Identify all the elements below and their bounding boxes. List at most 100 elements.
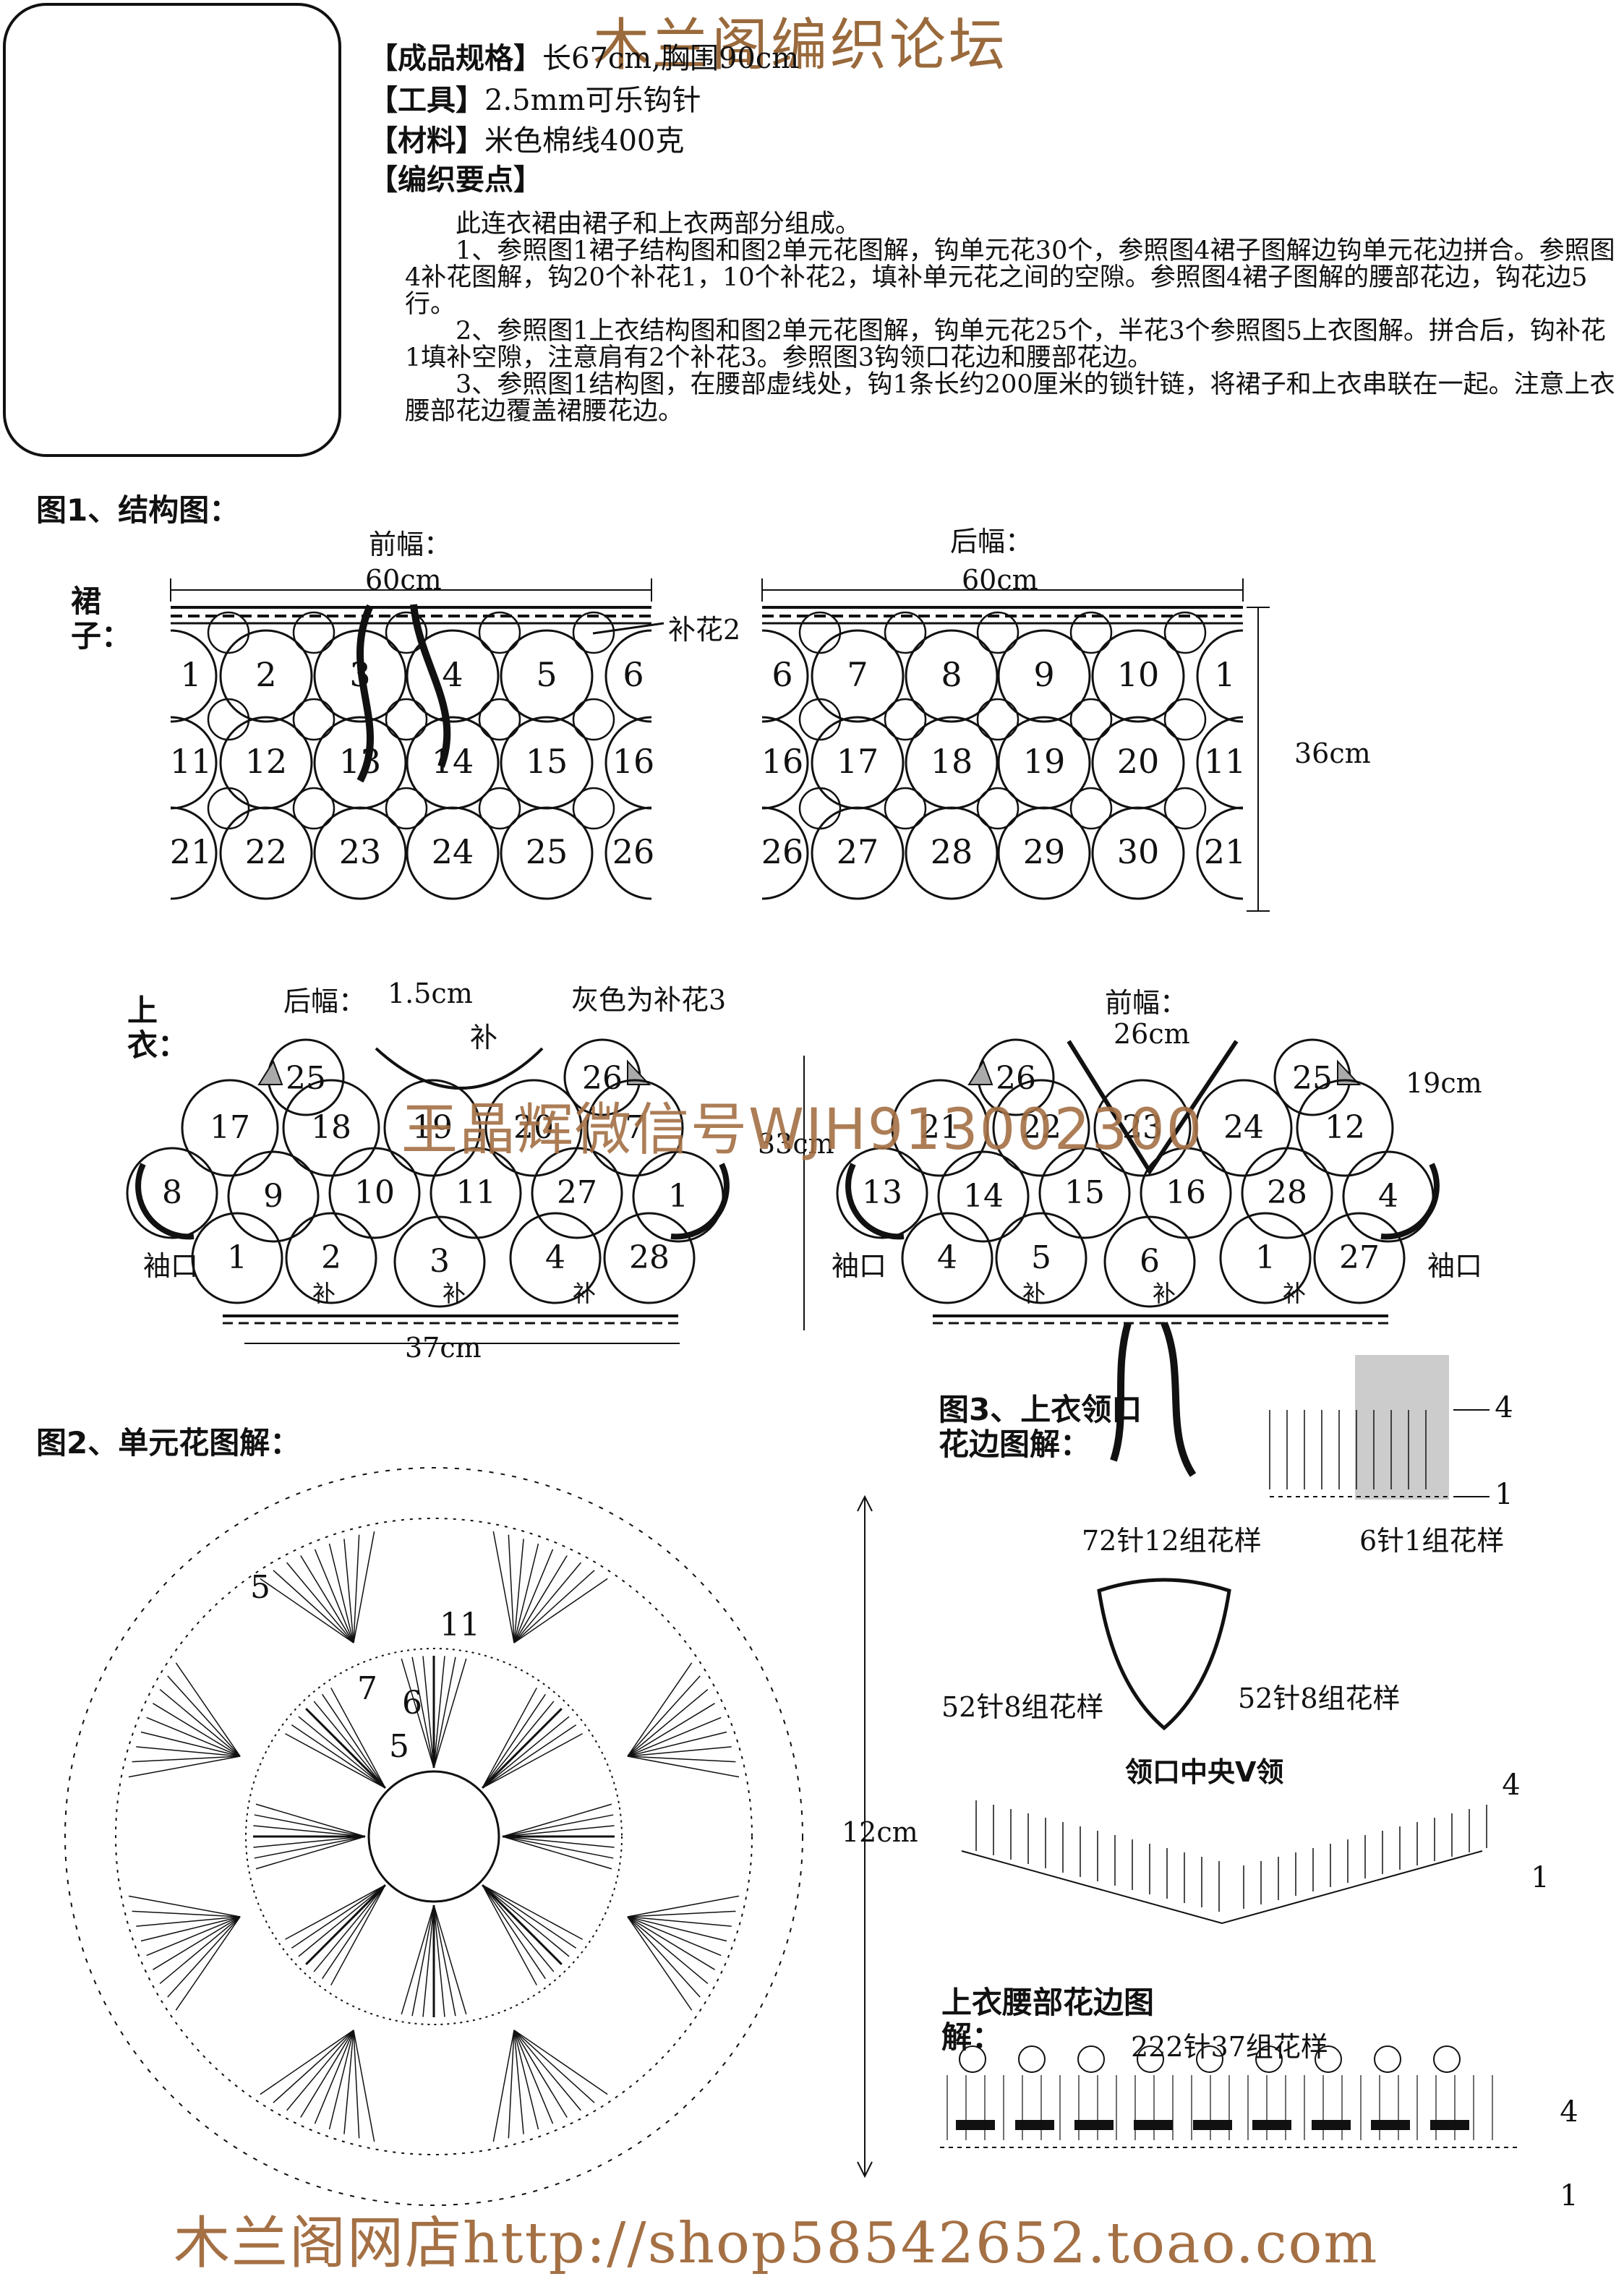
motif-number: 2	[321, 1239, 341, 1276]
motif-number: 4	[937, 1239, 957, 1276]
patch-circle	[798, 611, 842, 654]
motif-circle	[282, 1079, 380, 1177]
motif-number: 17	[837, 742, 879, 781]
motif-circle	[937, 1150, 1030, 1243]
top-height: 33cm	[758, 1128, 834, 1160]
fan-stitch	[286, 1562, 354, 1643]
petal-stitch	[502, 1814, 614, 1837]
picot	[959, 2045, 986, 2073]
motif-number: 28	[1267, 1174, 1307, 1211]
motif-number: 11	[170, 742, 213, 781]
petal-stitch	[482, 1884, 577, 1949]
patch-circle	[1163, 698, 1207, 741]
petal-stitch	[322, 1884, 386, 1980]
fan-stitch	[627, 1756, 736, 1763]
fan-stitch	[286, 2030, 354, 2111]
picot	[1374, 2045, 1401, 2073]
patch-circle	[385, 787, 428, 830]
petal-stitch	[330, 1688, 386, 1789]
motif-circle	[500, 806, 594, 900]
motif-number: 17	[210, 1109, 250, 1146]
petal-stitch	[482, 1733, 583, 1789]
spec-label: 【材料】	[369, 124, 484, 158]
motif-number: 22	[245, 832, 288, 871]
fig3-title: 图3、上衣领口花边图解：	[939, 1392, 1142, 1462]
petal-stitch	[482, 1884, 583, 1940]
motif-number: 16	[612, 742, 655, 781]
patch-circle	[385, 698, 428, 741]
petal-stitch	[433, 1656, 445, 1769]
motif-number: 15	[526, 742, 568, 781]
motif-number: 25	[526, 832, 568, 871]
motif-circle	[219, 806, 313, 900]
row-marker: 1	[1495, 1478, 1513, 1511]
patch-circle	[884, 611, 927, 654]
motif-number: 24	[1223, 1109, 1264, 1146]
fan-stitch	[300, 2030, 354, 2118]
note-line: 2、参照图1上衣结构图和图2单元花图解，钩单元花25个，半花3个参照图5上衣图解…	[405, 317, 1606, 372]
petal-stitch	[482, 1884, 563, 1965]
motif-number: 24	[432, 832, 474, 871]
flower-ring	[245, 1648, 623, 2025]
motif-circle	[1093, 1079, 1192, 1177]
grey-note: 灰色为补花3	[571, 984, 727, 1016]
fan-stitch	[159, 1916, 241, 1984]
petal-stitch	[482, 1688, 537, 1789]
tie-cord	[410, 604, 451, 768]
motif-number: 26	[761, 832, 804, 871]
fan-stitch	[492, 2030, 515, 2142]
petal-stitch	[291, 1884, 386, 1949]
fan-stitch	[159, 1689, 241, 1757]
motif-number: 20	[1117, 742, 1160, 781]
motif-number: 12	[1325, 1109, 1365, 1146]
patch-mark: 补	[1283, 1280, 1306, 1307]
motif-number: 14	[963, 1178, 1004, 1215]
fan-stitch	[513, 2030, 581, 2111]
fan-stitch	[513, 2030, 539, 2130]
half-motif	[170, 716, 218, 810]
note-line: 3、参照图1结构图，在腰部虚线处，钩1条长约200厘米的锁针链，将裙子和上衣串联…	[405, 370, 1615, 426]
cuff-edge	[670, 1163, 730, 1240]
motif-circle	[1219, 1212, 1312, 1304]
picot	[1433, 2045, 1461, 2073]
picot	[1196, 2045, 1223, 2073]
patch2-arrow	[592, 622, 664, 635]
motif-circle	[191, 1212, 283, 1304]
fan-stitch	[136, 1916, 241, 1927]
fan-stitch	[508, 1534, 515, 1643]
top-label: 上衣：	[127, 993, 189, 1063]
motif-circle	[219, 629, 313, 723]
fan-stitch	[146, 1916, 241, 1957]
neck-curve	[375, 1047, 544, 1090]
petal-stitch	[254, 1814, 366, 1837]
patch-circle	[976, 611, 1020, 654]
skirt-height: 36cm	[1294, 737, 1371, 769]
chain-block	[1430, 2120, 1469, 2130]
cuff-edge	[135, 1163, 195, 1240]
chain-block	[956, 2120, 995, 2130]
petal-stitch	[255, 1803, 366, 1837]
tie-cord	[1161, 1322, 1197, 1477]
motif-circle	[836, 1147, 928, 1239]
patch-circle	[478, 787, 521, 830]
tie-cord	[356, 604, 374, 783]
petal-stitch	[401, 1658, 435, 1769]
patch-circle	[884, 698, 927, 741]
patch-circle	[207, 698, 250, 741]
front-label: 前幅：	[369, 529, 452, 560]
fan-stitch	[260, 1578, 354, 1643]
motif-circle	[603, 1212, 696, 1304]
patch-circle	[478, 611, 521, 654]
motif-number: 7	[847, 655, 868, 694]
motif-circle	[811, 629, 905, 723]
v-chart-base	[961, 1850, 1483, 1925]
chain-block	[1312, 2120, 1351, 2130]
spec-material: 【材料】米色棉线400克	[369, 117, 684, 159]
neck-repeat: 72针12组花样	[1082, 1525, 1262, 1557]
motif-circle	[227, 1150, 320, 1243]
shoulder-width: 19cm	[1406, 1067, 1482, 1099]
motif-number: 16	[761, 742, 804, 781]
motif-number: 10	[354, 1174, 395, 1211]
fan-stitch	[273, 1570, 354, 1643]
